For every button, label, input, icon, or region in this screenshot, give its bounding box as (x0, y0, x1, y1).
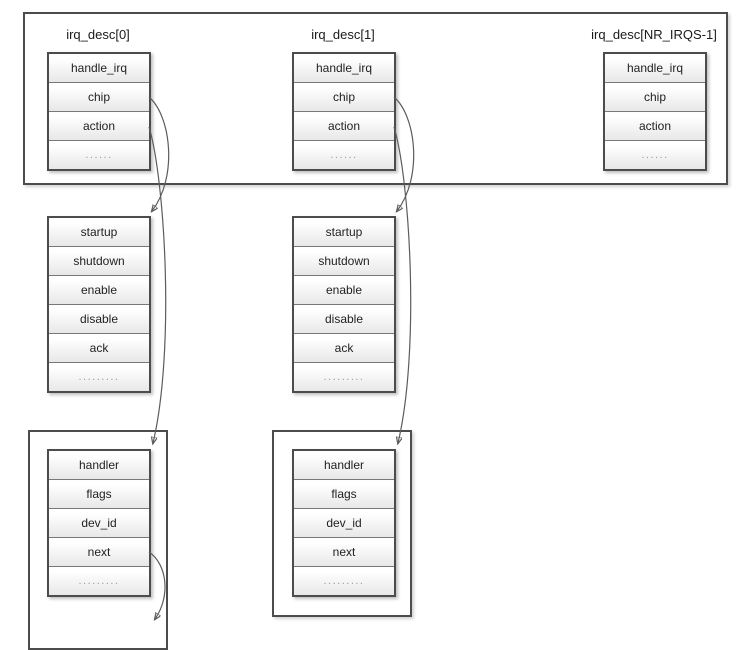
diagram-canvas: irq_desc[0] handle_irq chip action .....… (23, 12, 728, 650)
field-action: action (605, 112, 705, 141)
field-next: next (49, 538, 149, 567)
field-handler: handler (294, 451, 394, 480)
irqaction-1-table: handler flags dev_id next ......... (292, 449, 396, 597)
field-ellipsis: ...... (294, 141, 394, 169)
field-action: action (294, 112, 394, 141)
field-chip: chip (49, 83, 149, 112)
irqaction-0-table: handler flags dev_id next ......... (47, 449, 151, 597)
field-ack: ack (49, 334, 149, 363)
field-action: action (49, 112, 149, 141)
irq-desc-last-table: handle_irq chip action ...... (603, 52, 707, 171)
field-chip: chip (294, 83, 394, 112)
irq-desc-0-table: handle_irq chip action ...... (47, 52, 151, 171)
field-ellipsis: ......... (294, 363, 394, 391)
field-next: next (294, 538, 394, 567)
field-enable: enable (49, 276, 149, 305)
field-flags: flags (49, 480, 149, 509)
field-startup: startup (294, 218, 394, 247)
field-flags: flags (294, 480, 394, 509)
irqaction-1-box: handler flags dev_id next ......... (272, 430, 412, 617)
irq-desc-last-label: irq_desc[NR_IRQS-1] (591, 27, 717, 42)
field-handle-irq: handle_irq (605, 54, 705, 83)
field-dev-id: dev_id (49, 509, 149, 538)
field-disable: disable (49, 305, 149, 334)
irq-desc-1-label: irq_desc[1] (311, 27, 375, 42)
field-shutdown: shutdown (49, 247, 149, 276)
field-dev-id: dev_id (294, 509, 394, 538)
irq-desc-array-box: irq_desc[0] handle_irq chip action .....… (23, 12, 728, 185)
field-ack: ack (294, 334, 394, 363)
field-ellipsis: ...... (49, 141, 149, 169)
field-handler: handler (49, 451, 149, 480)
chip-struct-0-table: startup shutdown enable disable ack ....… (47, 216, 151, 393)
field-ellipsis: ......... (49, 363, 149, 391)
field-disable: disable (294, 305, 394, 334)
field-ellipsis: ......... (294, 567, 394, 595)
chip-struct-1-table: startup shutdown enable disable ack ....… (292, 216, 396, 393)
field-ellipsis: ...... (605, 141, 705, 169)
field-handle-irq: handle_irq (49, 54, 149, 83)
irq-desc-0-label: irq_desc[0] (66, 27, 130, 42)
field-shutdown: shutdown (294, 247, 394, 276)
field-handle-irq: handle_irq (294, 54, 394, 83)
irq-desc-1-table: handle_irq chip action ...... (292, 52, 396, 171)
field-ellipsis: ......... (49, 567, 149, 595)
irqaction-0-box: handler flags dev_id next ......... (28, 430, 168, 650)
field-startup: startup (49, 218, 149, 247)
field-chip: chip (605, 83, 705, 112)
field-enable: enable (294, 276, 394, 305)
